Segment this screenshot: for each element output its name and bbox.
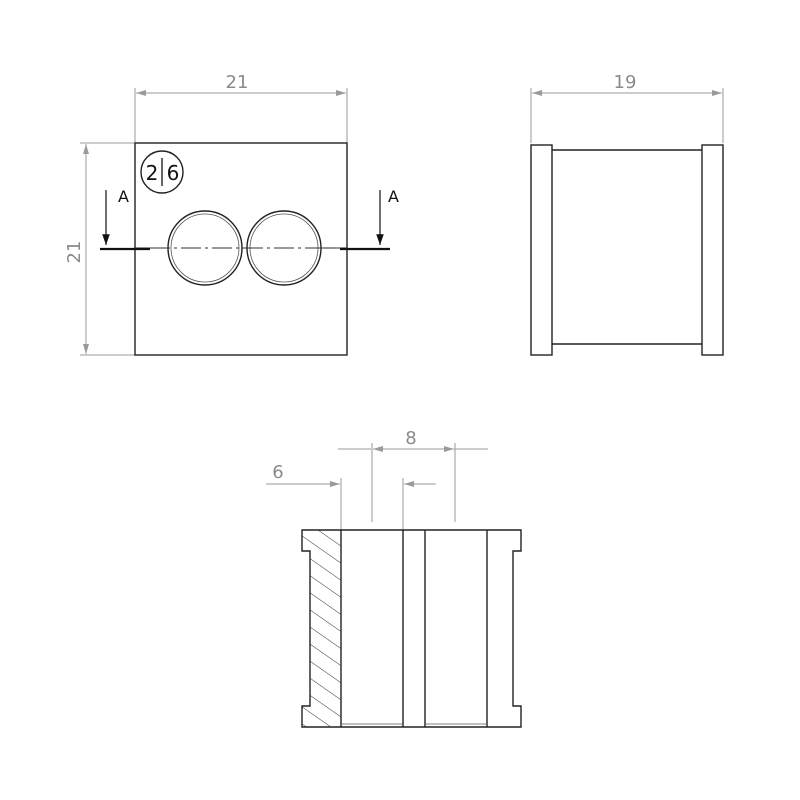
section-hatched-wall [301, 529, 342, 728]
front-width-dim-text: 21 [226, 72, 249, 93]
side-view: 19 [530, 72, 724, 356]
front-height-dim-text: 21 [64, 241, 85, 264]
hole-count-badge-left-digit: 2 [146, 161, 159, 185]
section-label-left: A [118, 187, 129, 206]
front-view: 21 21 2 6 A A [64, 72, 399, 356]
section-view: 8 6 [266, 428, 522, 728]
hole-count-badge-right-digit: 6 [167, 161, 180, 185]
inner-dim-text: 6 [272, 462, 283, 483]
pitch-dim-text: 8 [405, 428, 416, 449]
side-flange-left [530, 144, 553, 356]
section-body-outline [341, 529, 522, 728]
side-flange-right [701, 144, 724, 356]
side-depth-dim-text: 19 [614, 72, 637, 93]
section-label-right: A [388, 187, 399, 206]
